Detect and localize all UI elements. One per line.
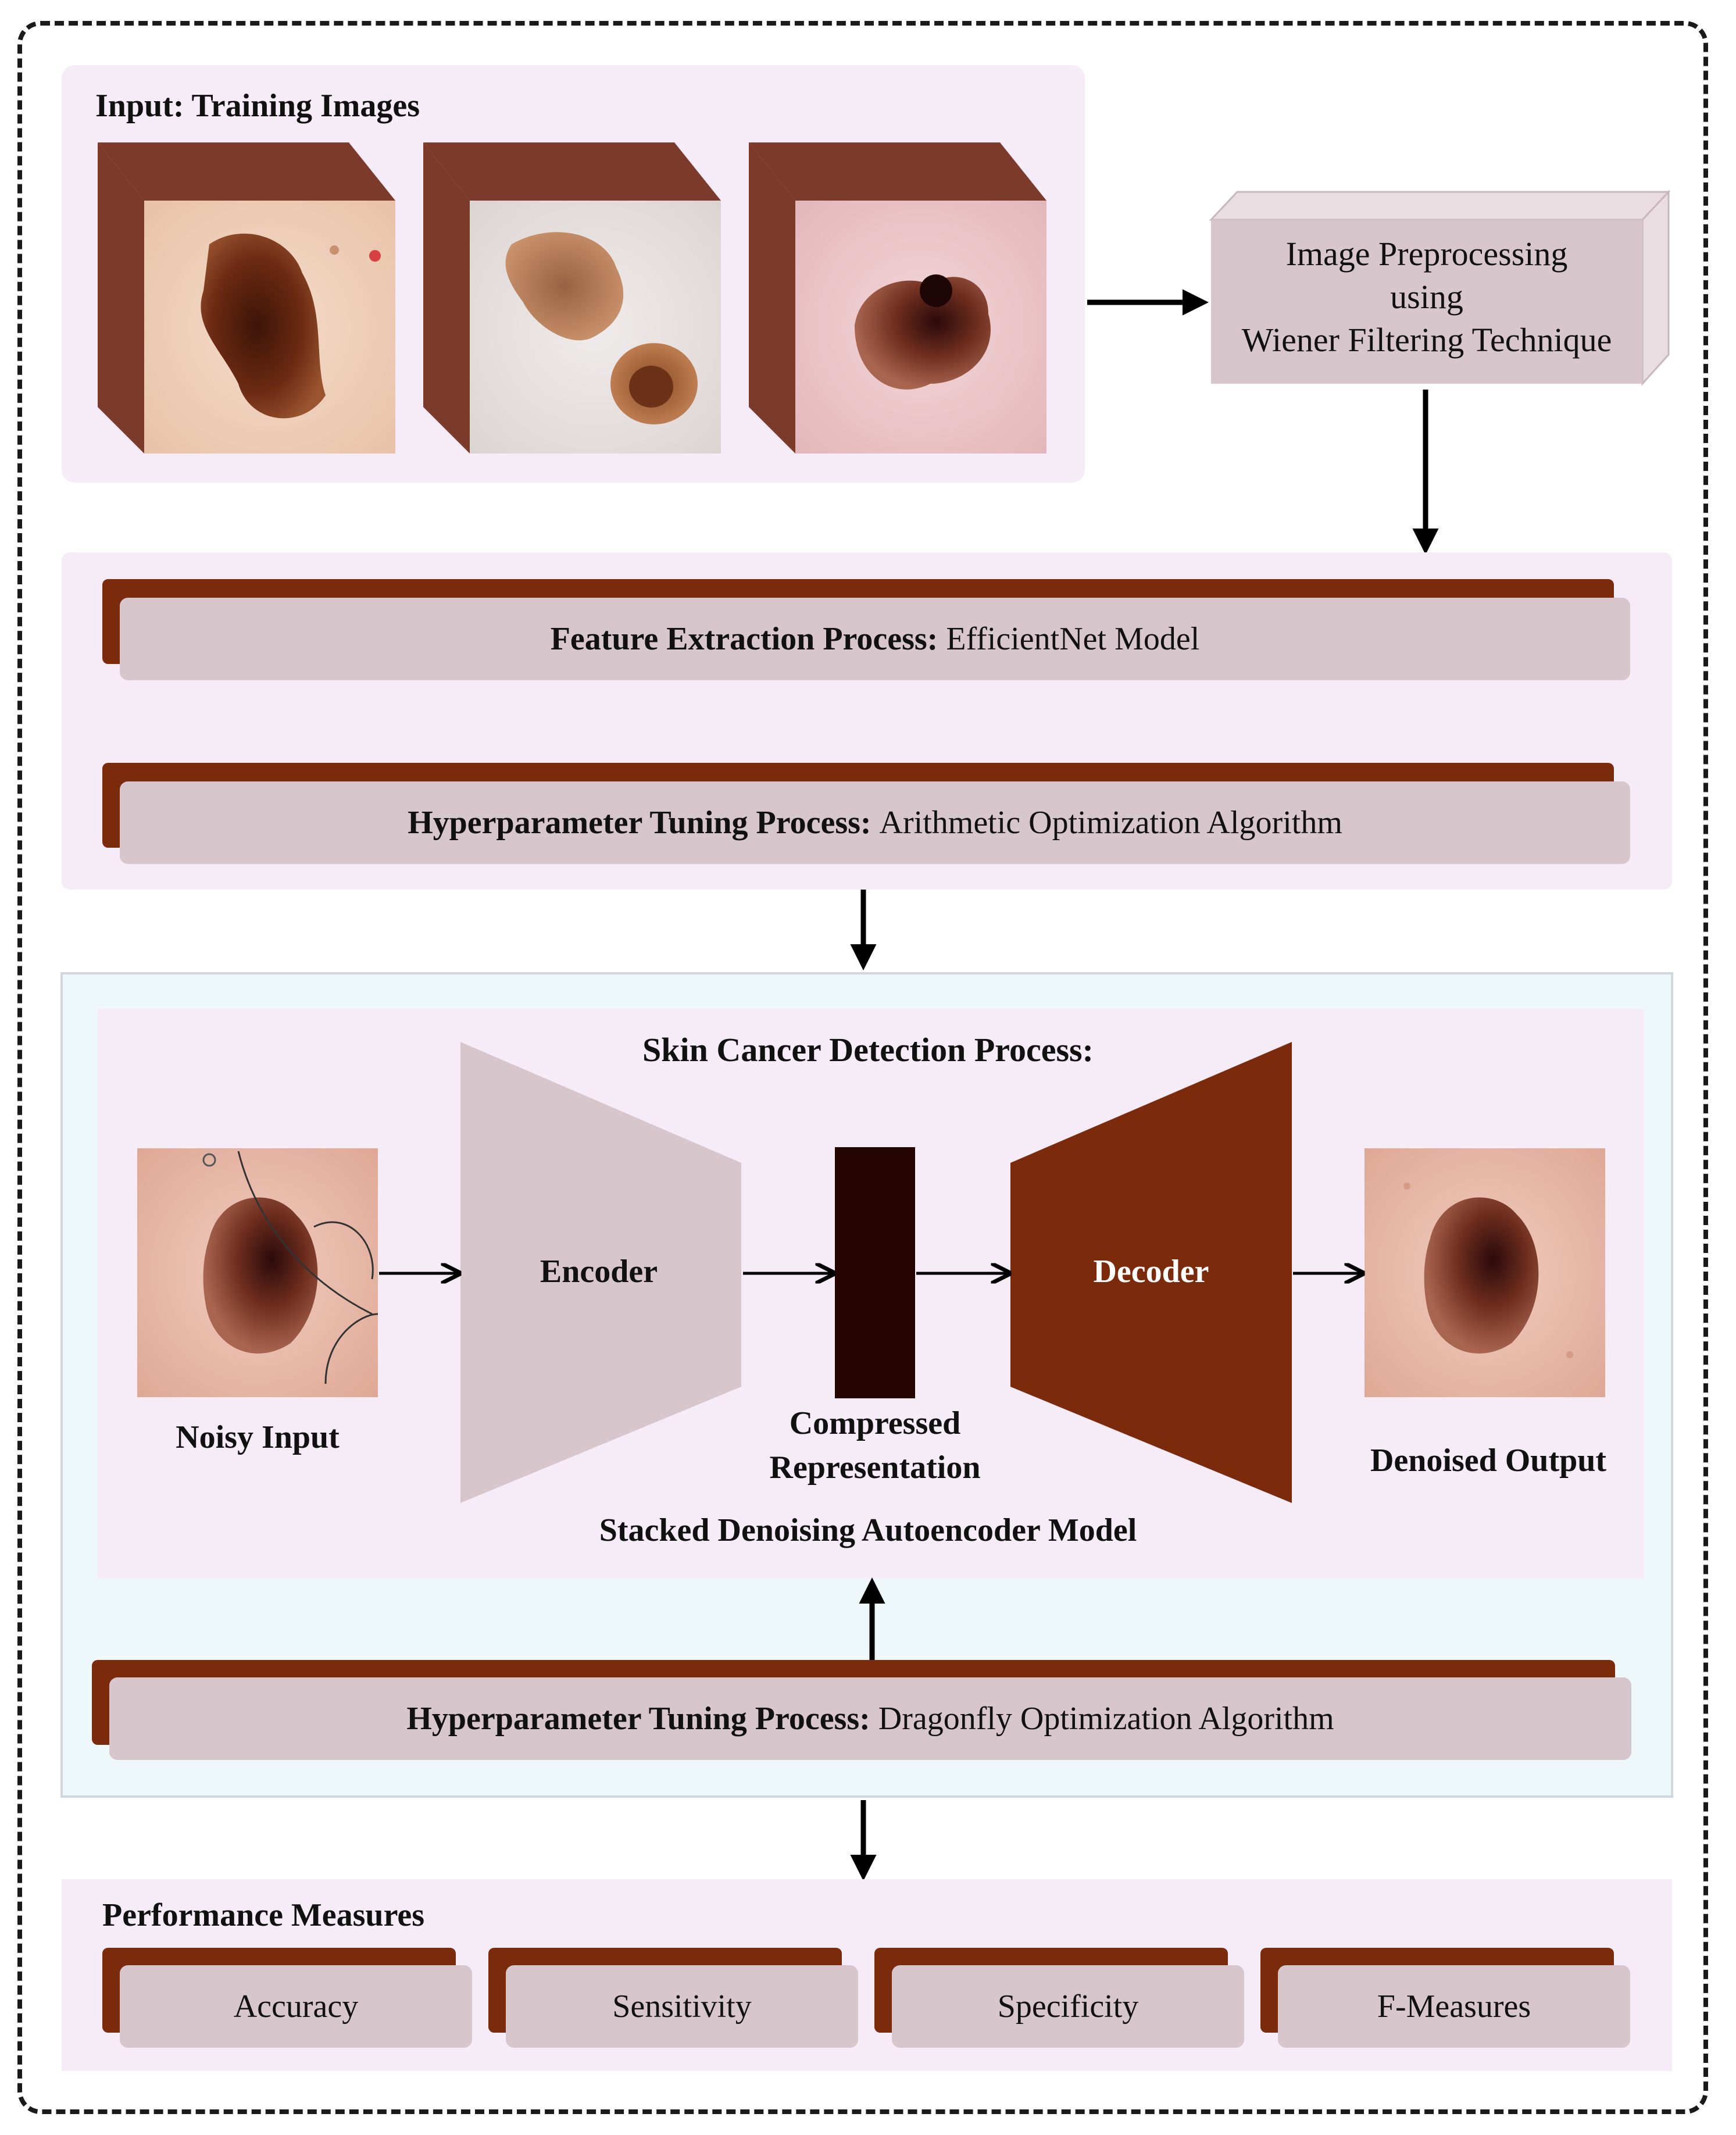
detection-title: Skin Cancer Detection Process: [642,1031,1094,1069]
measure-accuracy: Accuracy [120,1965,472,2048]
tuning2-box: Hyperparameter Tuning Process: Dragonfly… [109,1677,1631,1760]
compressed-representation-block [835,1147,915,1398]
input-title: Input: Training Images [95,88,420,124]
measure-specificity: Specificity [892,1965,1244,2048]
feature-text: EfficientNet Model [946,621,1200,657]
preprocess-line-3: Wiener Filtering Technique [1241,321,1612,359]
compressed-label: Compressed Representation [701,1401,1049,1490]
decoder-label: Decoder [1093,1254,1209,1290]
feature-extraction-box: Feature Extraction Process: EfficientNet… [120,598,1630,680]
noisy-input-label: Noisy Input [176,1419,340,1455]
tuning1-bold: Hyperparameter Tuning Process: [408,805,871,841]
measure-sensitivity: Sensitivity [506,1965,858,2048]
encoder-shape [460,1042,741,1503]
preprocess-line-2: using [1390,278,1463,316]
preprocess-line-1: Image Preprocessing [1285,235,1568,273]
noisy-input-image [137,1148,378,1397]
denoised-output-label: Denoised Output [1370,1443,1607,1479]
model-label: Stacked Denoising Autoencoder Model [599,1512,1137,1548]
encoder-label: Encoder [540,1254,658,1290]
measure-f-measures: F-Measures [1278,1965,1630,2048]
denoised-output-image [1364,1148,1605,1397]
tuning1-text: Arithmetic Optimization Algorithm [879,805,1342,841]
tuning2-bold: Hyperparameter Tuning Process: [406,1701,870,1737]
training-image-cube-2 [423,142,721,454]
training-image-cube-3 [749,142,1046,454]
preprocess-text: Image Preprocessing using Wiener Filteri… [1211,233,1642,362]
tuning1-box: Hyperparameter Tuning Process: Arithmeti… [120,781,1630,864]
feature-bold: Feature Extraction Process: [550,621,938,657]
training-image-cube-1 [98,142,395,454]
decoder-shape [1010,1042,1292,1503]
compressed-line-1: Compressed [789,1405,961,1441]
compressed-line-2: Representation [769,1449,981,1486]
outer-dashed-border [17,21,1708,2114]
preprocess-box-3d [1209,190,1671,386]
tuning2-text: Dragonfly Optimization Algorithm [878,1701,1334,1737]
performance-title: Performance Measures [102,1897,425,1933]
